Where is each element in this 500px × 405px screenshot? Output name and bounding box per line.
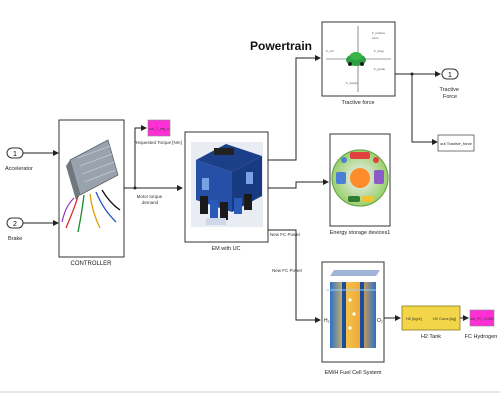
- h2-tank-label: H2 Tank: [421, 334, 441, 340]
- controller-label: CONTROLLER: [70, 261, 112, 267]
- inport-brake-label: Brake: [8, 236, 22, 242]
- out-tractive-force-label: out Tractive_force: [440, 141, 473, 146]
- svg-text:F_tractive: F_tractive: [372, 31, 386, 35]
- motor-torque-line2: demand: [142, 200, 159, 205]
- outport-label-line1: Tractive: [440, 87, 459, 93]
- inport-accelerator[interactable]: 1 Accelerator: [5, 147, 33, 172]
- out-tractive-force-block[interactable]: out Tractive_force: [437, 134, 475, 152]
- fuel-cell-label: EM/H Fuel Cell System: [325, 370, 382, 376]
- em-uc-label: EM with UC: [211, 246, 240, 252]
- motor-torque-line1: Motor torque: [137, 194, 163, 199]
- requested-torque-tag: out_T_req_x: [149, 127, 169, 131]
- new-fc-power-label-2: New FC Power: [272, 268, 303, 273]
- outport-label: Tractive Force: [440, 87, 461, 100]
- fc-hydrogen-label: FC Hydrogen: [465, 334, 498, 340]
- tractive-force-label: Tractive force: [341, 100, 374, 106]
- svg-text:F_roll: F_roll: [326, 49, 334, 53]
- h2-tank-output-port: H2 Cons [kg]: [433, 316, 456, 321]
- inport-brake[interactable]: 2 Brake: [6, 217, 24, 242]
- h2-tank-block[interactable]: H2 [kg/s] H2 Cons [kg] H2 Tank: [401, 305, 461, 340]
- energy-storage-block[interactable]: Energy storage devices1: [329, 133, 391, 236]
- new-fc-power-label-1: New FC Power: [270, 232, 301, 237]
- svg-text:O₂: O₂: [377, 318, 383, 324]
- fc-hydrogen-goto[interactable]: out_FC_CONS FC Hydrogen: [465, 309, 498, 340]
- energy-storage-label: Energy storage devices1: [330, 230, 391, 236]
- fuel-cell-block[interactable]: H₂ O₂ EM/H Fuel Cell System: [321, 261, 385, 376]
- svg-text:F_drag: F_drag: [374, 49, 384, 53]
- tractive-force-block[interactable]: F_tractive force F_drag F_roll F_grade F…: [321, 21, 396, 106]
- h2-tank-input-port: H2 [kg/s]: [406, 316, 422, 321]
- inport-brake-number: 2: [13, 221, 17, 228]
- em-uc-block[interactable]: EM with UC: [184, 131, 269, 252]
- energy-storage-image: [331, 149, 389, 207]
- outport-label-line2: Force: [443, 94, 457, 100]
- svg-text:F_grade: F_grade: [374, 67, 386, 71]
- outport-number: 1: [448, 72, 452, 79]
- requested-torque-goto[interactable]: out_T_req_x Requested Torque [Nm]: [134, 119, 182, 145]
- inport-accelerator-label: Accelerator: [5, 166, 33, 172]
- svg-text:H₂: H₂: [324, 318, 330, 324]
- requested-torque-label: Requested Torque [Nm]: [134, 140, 181, 145]
- tractive-force-image: F_tractive force F_drag F_roll F_grade F…: [326, 26, 391, 92]
- outport-tractive-force[interactable]: 1 Tractive Force: [440, 68, 461, 100]
- diagram-title: Powertrain: [250, 39, 312, 53]
- motor-torque-signal-label: Motor torque demand: [137, 194, 164, 205]
- controller-block[interactable]: CONTROLLER: [58, 119, 125, 267]
- em-uc-image: [191, 142, 263, 227]
- controller-image: [61, 139, 121, 233]
- fc-hydrogen-tag: out_FC_CONS: [470, 317, 494, 321]
- svg-text:F_weight: F_weight: [346, 81, 358, 85]
- svg-text:force: force: [372, 36, 379, 40]
- inport-accelerator-number: 1: [13, 151, 17, 158]
- fuel-cell-image: H₂ O₂: [324, 270, 383, 348]
